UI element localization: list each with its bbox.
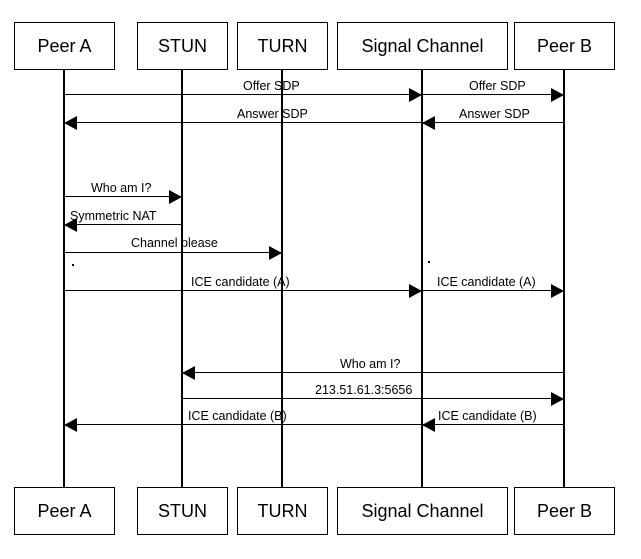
lifeline-peer-b	[563, 70, 565, 487]
participant-label: STUN	[158, 35, 207, 56]
participant-label: TURN	[257, 500, 308, 521]
arrowhead-right-icon	[409, 283, 422, 298]
message-line-who-am-i-2-to-stun[interactable]	[182, 372, 564, 374]
arrowhead-right-icon	[551, 87, 564, 102]
arrowhead-left-icon	[64, 115, 77, 130]
message-label-symmetric-nat-stun-to-a: Symmetric NAT	[70, 209, 157, 223]
arrowhead-right-icon	[269, 245, 282, 260]
arrowhead-left-icon	[64, 417, 77, 432]
message-line-answer-sdp-b-to-signal[interactable]	[422, 122, 564, 124]
participant-header-turn[interactable]: TURN	[237, 22, 328, 70]
lifeline-turn	[281, 70, 283, 487]
message-line-offer-sdp-signal-to-b[interactable]	[422, 94, 564, 96]
message-line-answer-sdp-signal-to-a[interactable]	[64, 122, 422, 124]
participant-header-signal-channel[interactable]: Signal Channel	[337, 22, 508, 70]
message-line-ice-cand-signal-to-b[interactable]	[422, 290, 564, 292]
participant-header-stun[interactable]: STUN	[137, 22, 228, 70]
message-line-who-am-i-a-to-stun[interactable]	[64, 196, 182, 198]
message-label-offer-sdp-signal-to-b: Offer SDP	[469, 79, 526, 93]
participant-label: Signal Channel	[361, 35, 484, 56]
participant-label: Peer A	[37, 500, 92, 521]
message-label-public-address-to-b: 213.51.61.3:5656	[315, 383, 413, 397]
participant-footer-peer-b[interactable]: Peer B	[514, 487, 615, 535]
message-label-ice-cand-b-peer-to-signal: ICE candidate (B)	[438, 409, 537, 423]
participant-label: Peer A	[37, 35, 92, 56]
message-label-channel-please-a-to-turn: Channel please	[131, 236, 218, 250]
participant-footer-stun[interactable]: STUN	[137, 487, 228, 535]
participant-footer-peer-a[interactable]: Peer A	[14, 487, 115, 535]
participant-label: Signal Channel	[361, 500, 484, 521]
lifeline-signal-channel	[421, 70, 423, 487]
message-label-ice-cand-signal-to-b: ICE candidate (A)	[437, 275, 536, 289]
arrowhead-right-icon	[551, 283, 564, 298]
message-label-ice-cand-a-to-signal: ICE candidate (A)	[191, 275, 290, 289]
participant-header-peer-b[interactable]: Peer B	[514, 22, 615, 70]
message-line-public-address-to-b[interactable]	[182, 398, 564, 400]
message-label-who-am-i-2-to-stun: Who am I?	[340, 357, 401, 371]
message-label-offer-sdp-a-to-signal: Offer SDP	[243, 79, 300, 93]
arrowhead-right-icon	[551, 391, 564, 406]
message-line-ice-cand-b-peer-to-signal[interactable]	[422, 424, 564, 426]
message-label-answer-sdp-b-to-signal: Answer SDP	[459, 107, 530, 121]
arrowhead-left-icon	[422, 115, 435, 130]
participant-footer-signal-channel[interactable]: Signal Channel	[337, 487, 508, 535]
message-label-ice-cand-b-signal-to-a: ICE candidate (B)	[188, 409, 287, 423]
lifeline-peer-a	[63, 70, 65, 487]
participant-label: Peer B	[536, 35, 593, 56]
arrowhead-left-icon	[64, 217, 77, 232]
dot-peer-a	[72, 264, 74, 266]
message-line-symmetric-nat-stun-to-a[interactable]	[64, 224, 182, 226]
participant-label: Peer B	[536, 500, 593, 521]
dot-signal-channel	[428, 261, 430, 263]
participant-label: TURN	[257, 35, 308, 56]
message-line-ice-cand-b-signal-to-a[interactable]	[64, 424, 422, 426]
arrowhead-left-icon	[182, 365, 195, 380]
message-line-channel-please-a-to-turn[interactable]	[64, 252, 282, 254]
message-label-answer-sdp-signal-to-a: Answer SDP	[237, 107, 308, 121]
participant-label: STUN	[158, 500, 207, 521]
message-line-ice-cand-a-to-signal[interactable]	[64, 290, 422, 292]
arrowhead-right-icon	[409, 87, 422, 102]
lifeline-stun	[181, 70, 183, 487]
message-label-who-am-i-a-to-stun: Who am I?	[91, 181, 152, 195]
participant-header-peer-a[interactable]: Peer A	[14, 22, 115, 70]
arrowhead-right-icon	[169, 189, 182, 204]
message-line-offer-sdp-a-to-signal[interactable]	[64, 94, 422, 96]
arrowhead-left-icon	[422, 417, 435, 432]
participant-footer-turn[interactable]: TURN	[237, 487, 328, 535]
